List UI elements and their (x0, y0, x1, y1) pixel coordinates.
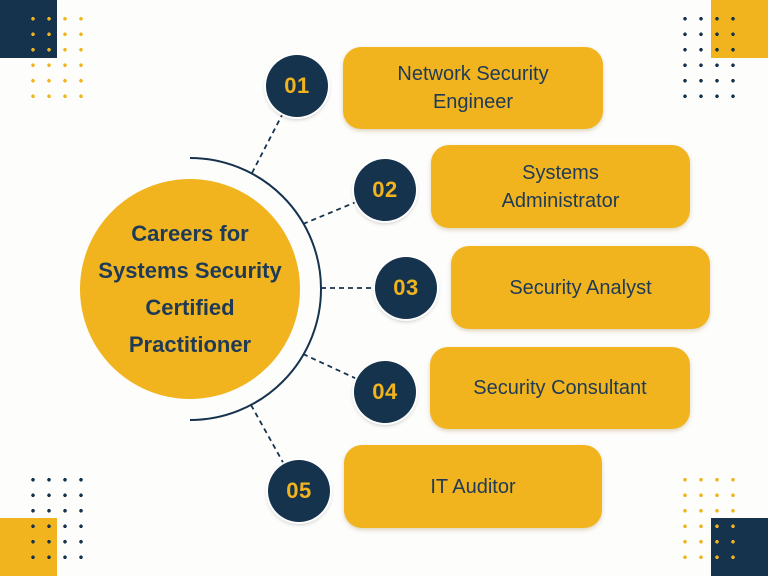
dot-grid-bottom-right (677, 472, 741, 565)
career-card-network-security-engineer: Network Security Engineer (343, 47, 603, 129)
career-card-label: Engineer (432, 91, 514, 113)
career-card-label: Security Analyst (509, 276, 652, 299)
dot-grid-top-right (677, 11, 741, 104)
dot-grid-bottom-left (25, 472, 89, 565)
career-card-label: Network Security (397, 63, 549, 85)
career-card-label: Systems (522, 161, 599, 184)
number-badge-05: 05 (268, 460, 330, 522)
career-card-it-auditor: IT Auditor (344, 445, 602, 528)
career-card-label: Security Consultant (473, 377, 647, 399)
number-badge-02: 02 (354, 159, 416, 221)
number-badge-01: 01 (266, 55, 328, 117)
career-card-security-analyst: Security Analyst (451, 246, 710, 329)
number-badge-04: 04 (354, 361, 416, 423)
career-card-systems-administrator: Systems Administrator (431, 145, 690, 228)
central-title-line: Systems Security (98, 258, 282, 283)
career-card-label: IT Auditor (430, 475, 516, 498)
hub-arc (189, 157, 322, 421)
career-card-label: Administrator (501, 189, 620, 212)
central-title-line: Practitioner (128, 332, 252, 357)
dot-grid-top-left (25, 11, 89, 104)
career-card-security-consultant: Security Consultant (430, 347, 690, 429)
central-title-line: Certified (145, 295, 235, 320)
central-topic-circle: Careers for Systems Security Certified P… (80, 179, 300, 399)
central-title-line: Careers for (131, 221, 249, 246)
number-badge-03: 03 (375, 257, 437, 319)
